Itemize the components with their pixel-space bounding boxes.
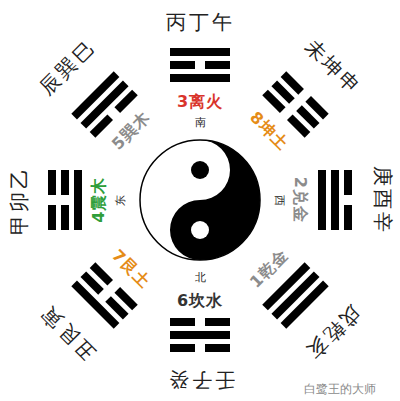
yao-line <box>344 205 352 230</box>
taiji-yin <box>170 140 260 260</box>
trigram-name: 6坎水 <box>177 292 223 310</box>
trigram-name: 8坤土 <box>247 108 292 153</box>
earthly-branch-label: 壬子癸 <box>166 369 235 391</box>
yao-line <box>71 281 119 329</box>
trigram-name: 2兑金 <box>291 177 309 223</box>
taiji-dot <box>191 221 209 239</box>
taiji-symbol <box>140 140 260 260</box>
yao-line <box>170 74 230 82</box>
yao-line <box>170 344 195 352</box>
yao-line <box>48 205 56 230</box>
direction-label: 东 <box>115 195 127 206</box>
yao-line <box>281 71 304 94</box>
yao-line <box>71 71 119 119</box>
yao-line <box>61 205 69 230</box>
trigram-name: 3离火 <box>177 93 223 111</box>
earthly-branch-label: 戌乾亥 <box>301 301 365 365</box>
yao-line <box>205 344 230 352</box>
direction-label: 北 <box>195 272 206 284</box>
earthly-branch-label: 庚酉辛 <box>371 166 393 235</box>
earthly-branch-label: 丙丁午 <box>166 11 235 33</box>
earthly-branch-label: 丑艮寅 <box>35 301 99 365</box>
direction-label: 西 <box>272 195 284 206</box>
trigram-symbol <box>48 170 82 230</box>
yao-line <box>170 61 195 69</box>
trigram-symbol <box>170 318 230 352</box>
trigram-symbol <box>170 48 230 82</box>
trigram-name: 4震木 <box>90 177 108 223</box>
trigram-symbol <box>318 170 352 230</box>
trigram-name: 5巽木 <box>109 108 154 153</box>
earthly-branch-label: 未坤申 <box>301 35 365 99</box>
yao-line <box>318 170 326 230</box>
yao-line <box>74 170 82 230</box>
yao-line <box>170 331 230 339</box>
yao-line <box>205 61 230 69</box>
yao-line <box>170 48 230 56</box>
yao-line <box>331 170 339 230</box>
taiji-outline <box>140 140 260 260</box>
taiji-dot <box>191 161 209 179</box>
earthly-branch-label: 辰巽巳 <box>35 35 99 99</box>
trigram-ring <box>48 48 352 352</box>
yao-line <box>205 318 230 326</box>
yao-line <box>305 96 328 119</box>
yao-line <box>344 170 352 195</box>
trigram-name: 7艮土 <box>109 246 154 291</box>
yao-line <box>170 318 195 326</box>
watermark: 白鹭王的大师 <box>304 383 376 396</box>
yao-line <box>48 170 56 195</box>
direction-label: 南 <box>195 117 206 129</box>
earthly-branch-label: 甲卯乙 <box>7 166 29 235</box>
yao-line <box>281 281 329 329</box>
yao-line <box>61 170 69 195</box>
